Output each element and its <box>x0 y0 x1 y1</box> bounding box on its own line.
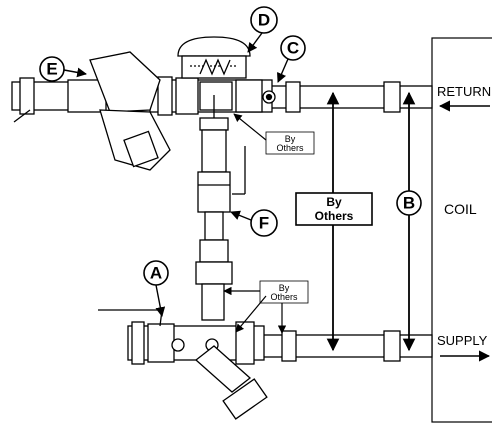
svg-text:D: D <box>258 11 270 30</box>
callout-d: D <box>247 6 278 53</box>
top-valve-assembly <box>149 76 276 124</box>
return-label: RETURN <box>437 84 491 112</box>
by-others-center-box: By Others <box>295 192 373 226</box>
svg-text:Others: Others <box>276 143 304 153</box>
svg-text:E: E <box>46 60 57 79</box>
callout-e: E <box>39 56 87 82</box>
svg-text:By: By <box>279 283 290 293</box>
supply-pipe <box>261 330 433 362</box>
left-valve-assembly <box>11 51 171 171</box>
callout-c: C <box>277 35 306 83</box>
callout-b: B <box>396 190 422 216</box>
bottom-strainer-assembly <box>98 309 268 420</box>
svg-text:By: By <box>285 134 296 144</box>
riser-assembly <box>195 117 246 321</box>
svg-text:B: B <box>403 194 415 213</box>
svg-text:SUPPLY: SUPPLY <box>437 333 488 348</box>
supply-label: SUPPLY <box>437 333 491 362</box>
svg-text:A: A <box>150 264 162 283</box>
by-others-top-box: By Others <box>233 113 315 155</box>
coil-label: COIL <box>444 201 477 217</box>
actuator <box>177 36 251 79</box>
callout-f: F <box>230 209 278 237</box>
svg-text:Others: Others <box>270 292 298 302</box>
svg-text:Others: Others <box>315 209 354 223</box>
svg-text:RETURN: RETURN <box>437 84 491 99</box>
svg-text:C: C <box>287 39 299 58</box>
svg-text:F: F <box>259 214 269 233</box>
callout-a: A <box>143 260 169 317</box>
by-others-bottom-box: By Others <box>223 280 309 334</box>
svg-text:By: By <box>326 195 342 209</box>
return-pipe <box>269 81 433 113</box>
